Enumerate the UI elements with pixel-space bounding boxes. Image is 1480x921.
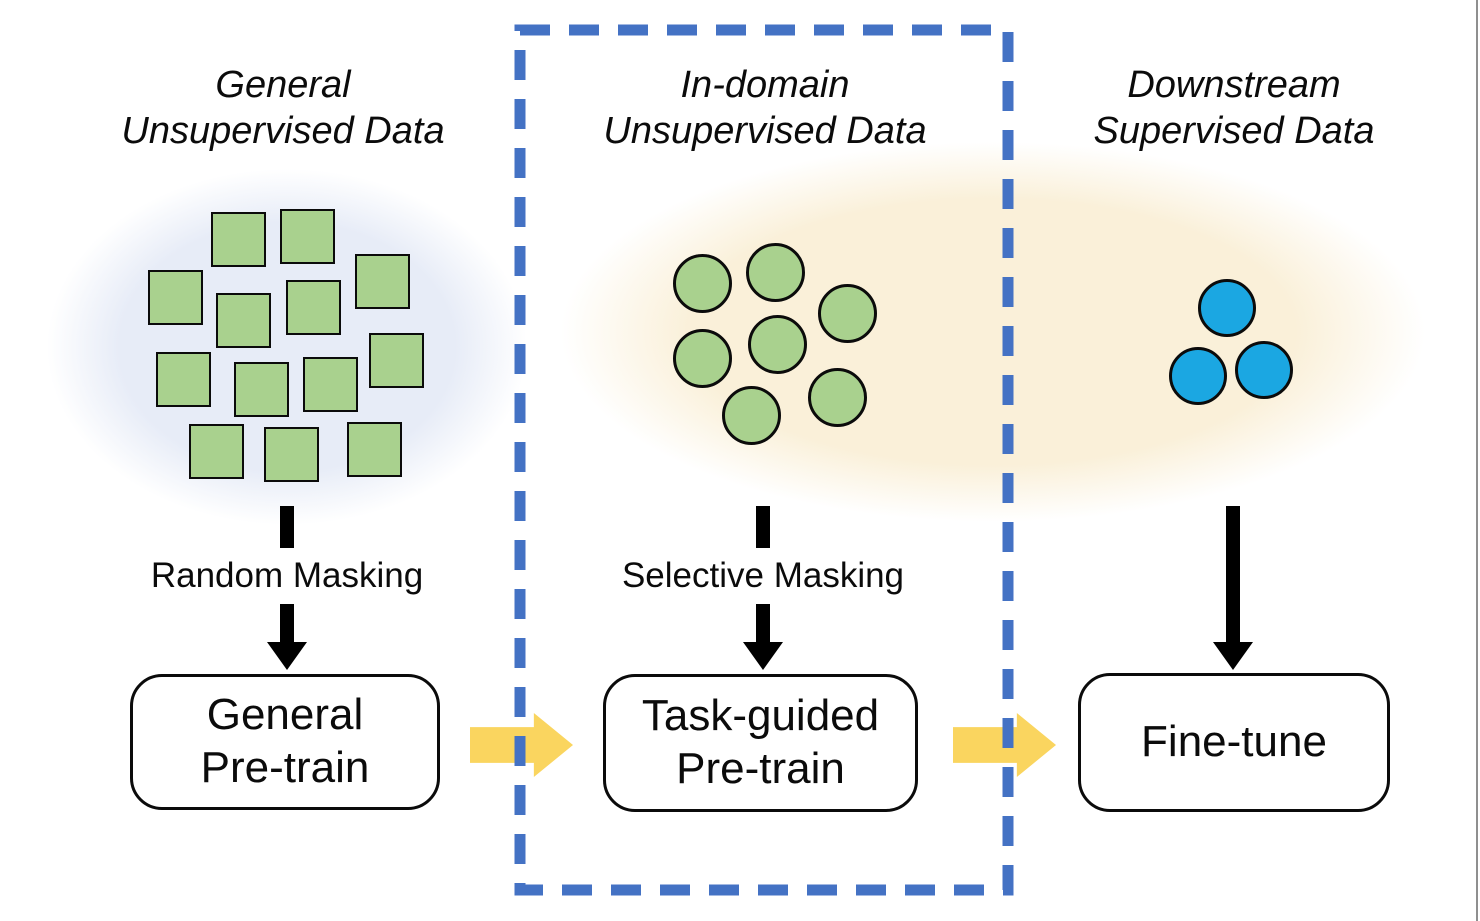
selective-masking-label: Selective Masking <box>621 556 905 595</box>
general-data-sample-square <box>215 292 271 348</box>
indomain-data-sample-circle <box>721 385 781 445</box>
taskguided-pretrain-box-line2: Pre-train <box>676 744 845 793</box>
finetune-box-line1: Fine-tune <box>1141 717 1327 767</box>
general-data-sample-square <box>188 423 244 479</box>
general-data-sample-square <box>263 426 319 482</box>
downstream-data-title-line1: Downstream <box>1127 64 1341 106</box>
flow-arrow-taskguided-to-finetune-icon <box>953 713 1056 777</box>
general-data-sample-square <box>279 208 335 264</box>
indomain-down-arrow-upper-segment <box>756 506 770 548</box>
page-right-border <box>1476 0 1478 921</box>
flow-arrow-general-to-taskguided-icon <box>470 713 573 777</box>
indomain-data-title: In-domain Unsupervised Data <box>545 62 985 155</box>
downstream-data-sample-circle <box>1235 341 1293 399</box>
general-data-sample-square <box>285 279 341 335</box>
general-down-arrow-shaft <box>280 604 294 642</box>
indomain-data-sample-circle <box>745 242 805 302</box>
downstream-down-arrowhead-icon <box>1213 642 1253 670</box>
indomain-data-sample-circle <box>672 328 732 388</box>
general-pretrain-box-line2: Pre-train <box>200 743 370 792</box>
random-masking-label: Random Masking <box>150 556 424 595</box>
finetune-box: Fine-tune <box>1078 673 1390 812</box>
indomain-data-sample-circle <box>807 367 867 427</box>
downstream-data-title-line2: Supervised Data <box>1093 110 1375 153</box>
indomain-data-sample-circle <box>817 283 877 343</box>
general-data-sample-square <box>147 269 203 325</box>
general-data-sample-square <box>368 332 424 388</box>
general-data-title-line2: Unsupervised Data <box>121 110 445 153</box>
downstream-data-sample-circle <box>1198 279 1256 337</box>
general-down-arrowhead-icon <box>267 642 307 670</box>
general-data-sample-square <box>354 253 410 309</box>
general-data-ellipse <box>47 169 527 525</box>
general-data-sample-square <box>302 356 358 412</box>
taskguided-pretrain-box: Task-guided Pre-train <box>603 674 918 812</box>
indomain-data-title-line1: In-domain <box>680 64 850 106</box>
indomain-data-title-line2: Unsupervised Data <box>603 110 927 153</box>
downstream-data-title: Downstream Supervised Data <box>1028 62 1440 155</box>
indomain-data-sample-circle <box>672 253 732 313</box>
indomain-data-sample-circle <box>747 314 807 374</box>
domain-data-ellipse <box>561 142 1425 522</box>
general-data-sample-square <box>233 361 289 417</box>
general-data-title: General Unsupervised Data <box>78 62 488 155</box>
downstream-data-sample-circle <box>1169 347 1227 405</box>
downstream-down-arrow-shaft <box>1226 506 1240 642</box>
indomain-down-arrowhead-icon <box>743 642 783 670</box>
general-pretrain-box: General Pre-train <box>130 674 440 810</box>
taskguided-pretrain-box-line1: Task-guided <box>641 691 880 741</box>
general-data-sample-square <box>346 421 402 477</box>
general-down-arrow-upper-segment <box>280 506 294 548</box>
general-pretrain-box-line1: General <box>206 690 364 740</box>
indomain-down-arrow-shaft <box>756 604 770 642</box>
general-data-sample-square <box>210 211 266 267</box>
general-data-title-line1: General <box>215 64 351 106</box>
general-data-sample-square <box>155 351 211 407</box>
